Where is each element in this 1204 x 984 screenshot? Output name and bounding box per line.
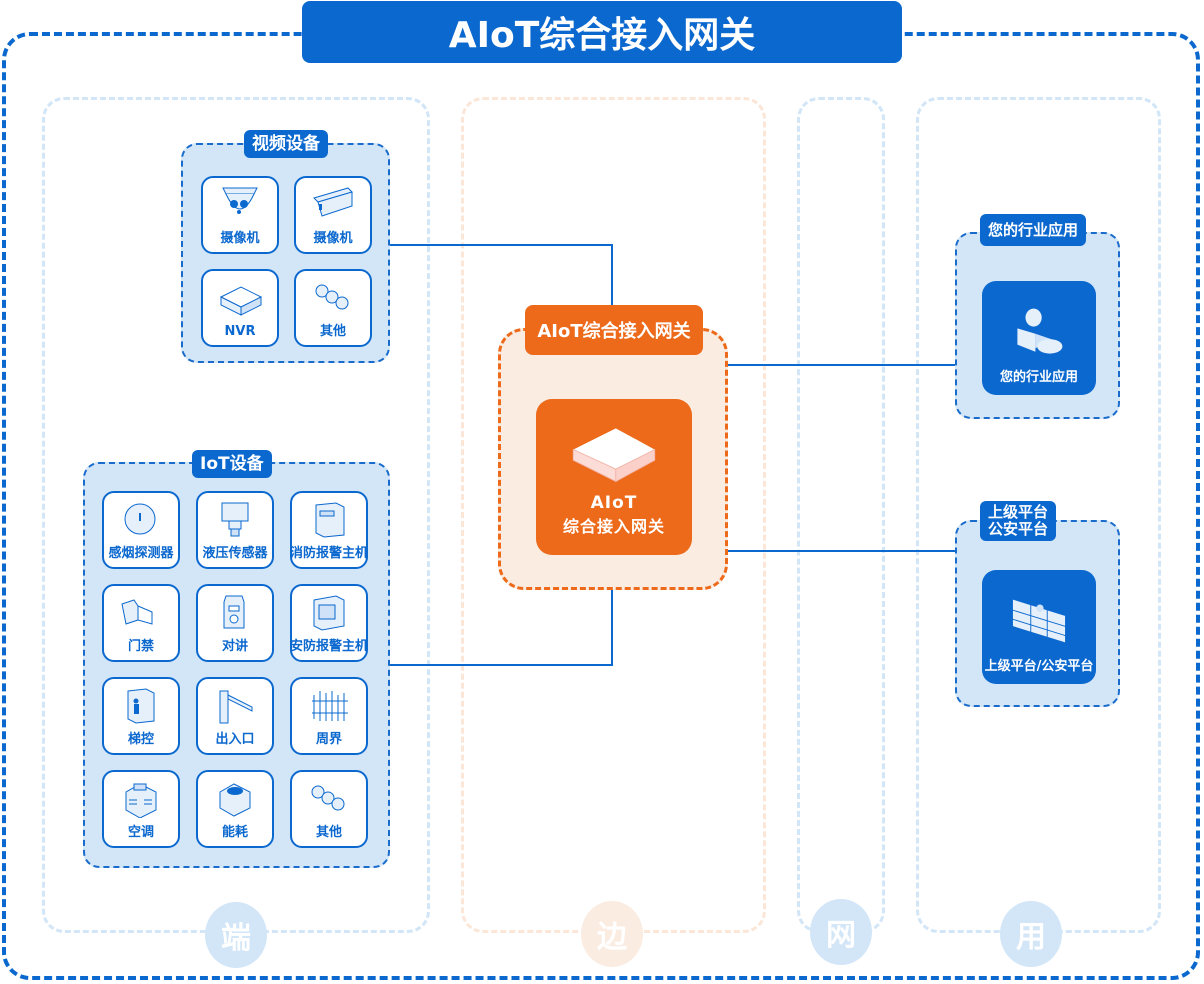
gateway-card-title: AIoT (590, 493, 638, 513)
others-icon (315, 284, 349, 310)
industry-app-card-label: 您的行业应用 (999, 370, 1078, 385)
platform-label-line1: 上级平台 (988, 503, 1049, 521)
device-tile[interactable]: 门禁 (102, 584, 180, 662)
page-title: AIoT综合接入网关 (302, 1, 902, 63)
device-label: 能耗 (221, 825, 248, 840)
device-label: 空调 (127, 825, 154, 840)
device-tile[interactable]: 消防报警主机 (290, 491, 368, 569)
device-label: 安防报警主机 (290, 639, 369, 654)
device-label: 梯控 (127, 732, 154, 747)
intercom-icon (223, 595, 245, 629)
industry-app-card[interactable]: 您的行业应用 (982, 281, 1096, 395)
device-tile[interactable]: 感烟探测器 (102, 491, 180, 569)
others-icon (311, 785, 345, 811)
device-tile[interactable]: 对讲 (196, 584, 274, 662)
connector-iot-v (611, 590, 613, 666)
device-label: 其他 (315, 825, 342, 840)
device-tile[interactable]: 出入口 (196, 677, 274, 755)
platform-card-label: 上级平台/公安平台 (984, 659, 1094, 674)
gateway-label: AIoT综合接入网关 (525, 305, 703, 355)
device-label: 消防报警主机 (290, 546, 369, 561)
security-alarm-host-icon (313, 595, 345, 631)
perimeter-fence-icon (312, 691, 348, 721)
device-label: NVR (224, 324, 256, 339)
device-label: 对讲 (221, 639, 248, 654)
device-tile[interactable]: 安防报警主机 (290, 584, 368, 662)
dome-camera-icon (222, 187, 258, 214)
device-tile[interactable]: 其他 (290, 770, 368, 848)
video-device-grid: 摄像机 摄像机 NVR 其他 (201, 176, 372, 347)
gateway-card-subtitle: 综合接入网关 (562, 517, 665, 536)
device-label: 感烟探测器 (108, 546, 174, 561)
device-tile[interactable]: 其他 (294, 269, 372, 347)
iot-group-label: IoT设备 (192, 450, 272, 478)
pressure-sensor-icon (221, 502, 249, 537)
video-group-label: 视频设备 (244, 130, 328, 158)
nvr-icon (219, 286, 263, 316)
device-label: 摄像机 (220, 231, 260, 246)
elevator-control-icon (127, 688, 155, 724)
device-tile[interactable]: 空调 (102, 770, 180, 848)
gateway-box-icon (572, 428, 656, 483)
smoke-detector-icon (124, 503, 156, 535)
energy-meter-icon (219, 783, 251, 817)
device-label: 门禁 (127, 639, 154, 654)
device-tile[interactable]: 液压传感器 (196, 491, 274, 569)
device-label: 液压传感器 (202, 546, 268, 561)
lane-network (797, 97, 885, 933)
fire-alarm-host-icon (315, 502, 345, 538)
user-cloud-icon (1017, 308, 1063, 354)
device-tile[interactable]: 摄像机 (294, 176, 372, 254)
video-wall-icon (1012, 598, 1066, 644)
connector-iot-h (390, 664, 612, 666)
device-tile[interactable]: 周界 (290, 677, 368, 755)
lane-badge-network: 网 (810, 899, 872, 965)
device-label: 出入口 (215, 732, 255, 747)
lane-badge-app: 用 (1000, 901, 1062, 967)
connector-app2 (728, 550, 956, 552)
industry-app-label: 您的行业应用 (980, 214, 1087, 246)
connector-video-h (390, 244, 612, 246)
platform-label-line2: 公安平台 (988, 520, 1049, 538)
access-control-icon (121, 599, 153, 625)
iot-device-grid: 感烟探测器 液压传感器 消防报警主机门禁 对讲 安防报警主机梯控 出入口 周界空调 能耗 其他 (102, 491, 368, 848)
barrier-gate-icon (219, 690, 253, 724)
device-tile[interactable]: 能耗 (196, 770, 274, 848)
bullet-camera-icon (313, 187, 353, 217)
device-tile[interactable]: 摄像机 (201, 176, 279, 254)
platform-card[interactable]: 上级平台/公安平台 (982, 570, 1096, 684)
lane-badge-end: 端 (205, 902, 267, 968)
gateway-card[interactable]: AIoT 综合接入网关 (536, 399, 692, 555)
platform-label: 上级平台 公安平台 (980, 501, 1057, 541)
device-label: 其他 (319, 324, 346, 339)
device-label: 周界 (315, 732, 342, 747)
device-label: 摄像机 (313, 231, 353, 246)
connector-app1 (728, 364, 956, 366)
air-conditioner-icon (125, 783, 157, 818)
device-tile[interactable]: 梯控 (102, 677, 180, 755)
connector-video-v (611, 244, 613, 306)
lane-badge-edge: 边 (581, 901, 643, 967)
device-tile[interactable]: NVR (201, 269, 279, 347)
